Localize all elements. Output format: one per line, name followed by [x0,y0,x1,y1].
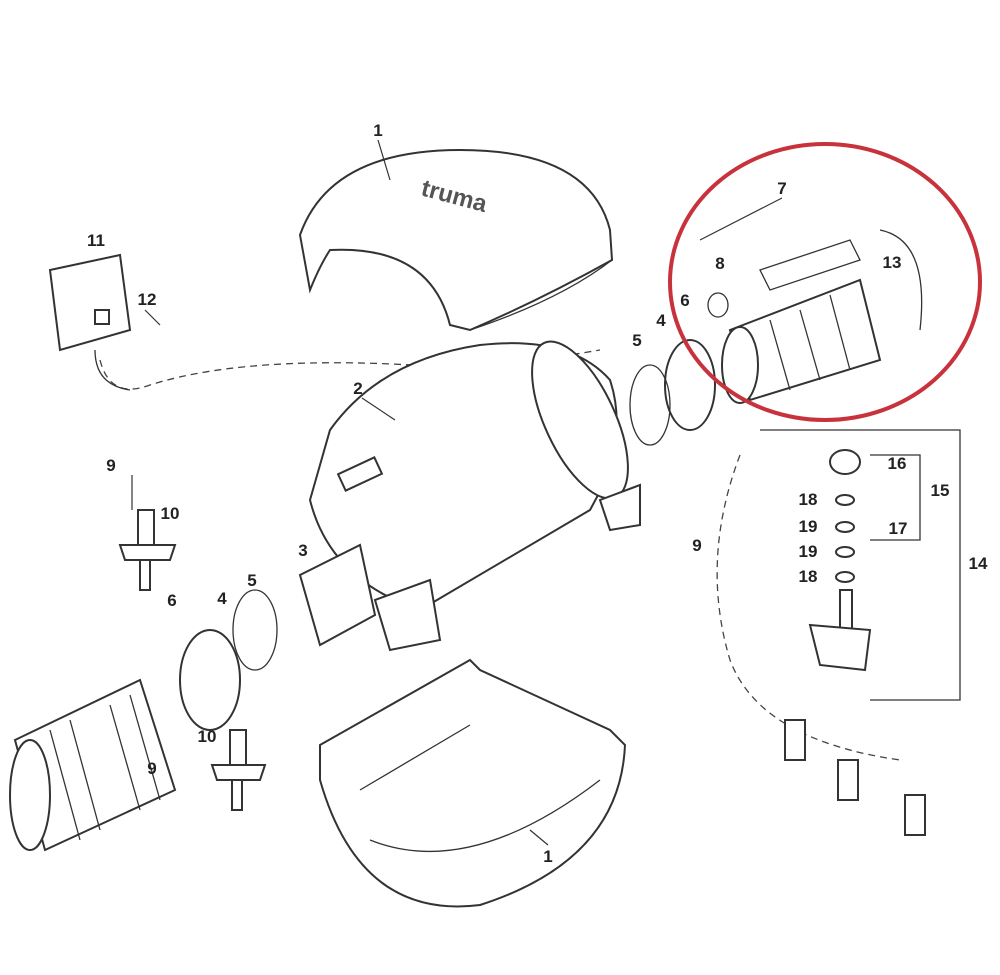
drain-valve-lower [210,729,267,811]
label-9-upper-left: 9 [106,456,115,475]
o-ring-8 [707,292,729,318]
flexible-hose-right [721,229,923,404]
label-10-upper: 10 [161,504,180,523]
label-7: 7 [777,179,786,198]
label-9-lower-left: 9 [147,759,156,778]
cable-path-left [99,349,601,390]
gasket-5-right [629,364,671,446]
label-19-upper: 19 [799,517,818,536]
label-18-upper: 18 [799,490,818,509]
drain-valve-upper [118,509,177,591]
bracket-14 [760,429,961,701]
label-11: 11 [87,231,105,250]
water-tank [298,340,641,652]
highlight-circle [668,142,982,422]
label-4-right: 4 [656,311,666,330]
cable-path-right [716,454,901,761]
label-16: 16 [888,454,907,473]
label-6-right: 6 [680,291,689,310]
top-cover: truma [298,148,614,332]
label-3: 3 [298,541,307,560]
flange-4-left [179,629,241,731]
label-19-lower: 19 [799,542,818,561]
label-17: 17 [889,519,908,538]
label-8: 8 [715,254,724,273]
bottom-cover [319,658,627,908]
label-4-left: 4 [217,589,227,608]
label-18-lower: 18 [799,567,818,586]
leader-lines [131,139,783,846]
label-5-right: 5 [632,331,641,350]
bracket-15 [870,454,921,541]
label-9-right: 9 [692,536,701,555]
gasket-5-left [232,589,278,671]
control-panel-11 [48,253,132,391]
label-2: 2 [353,379,362,398]
label-1-top: 1 [373,121,382,140]
label-10-lower: 10 [198,727,217,746]
label-15: 15 [931,481,950,500]
label-13: 13 [883,253,902,272]
label-14: 14 [969,554,988,573]
flange-4-right [664,339,716,431]
flexible-hose-left [9,678,177,852]
drain-valve-assembly [784,449,926,836]
label-5-left: 5 [247,571,256,590]
label-12: 12 [138,290,157,309]
label-6-left: 6 [167,591,176,610]
label-1-bottom: 1 [543,847,552,866]
